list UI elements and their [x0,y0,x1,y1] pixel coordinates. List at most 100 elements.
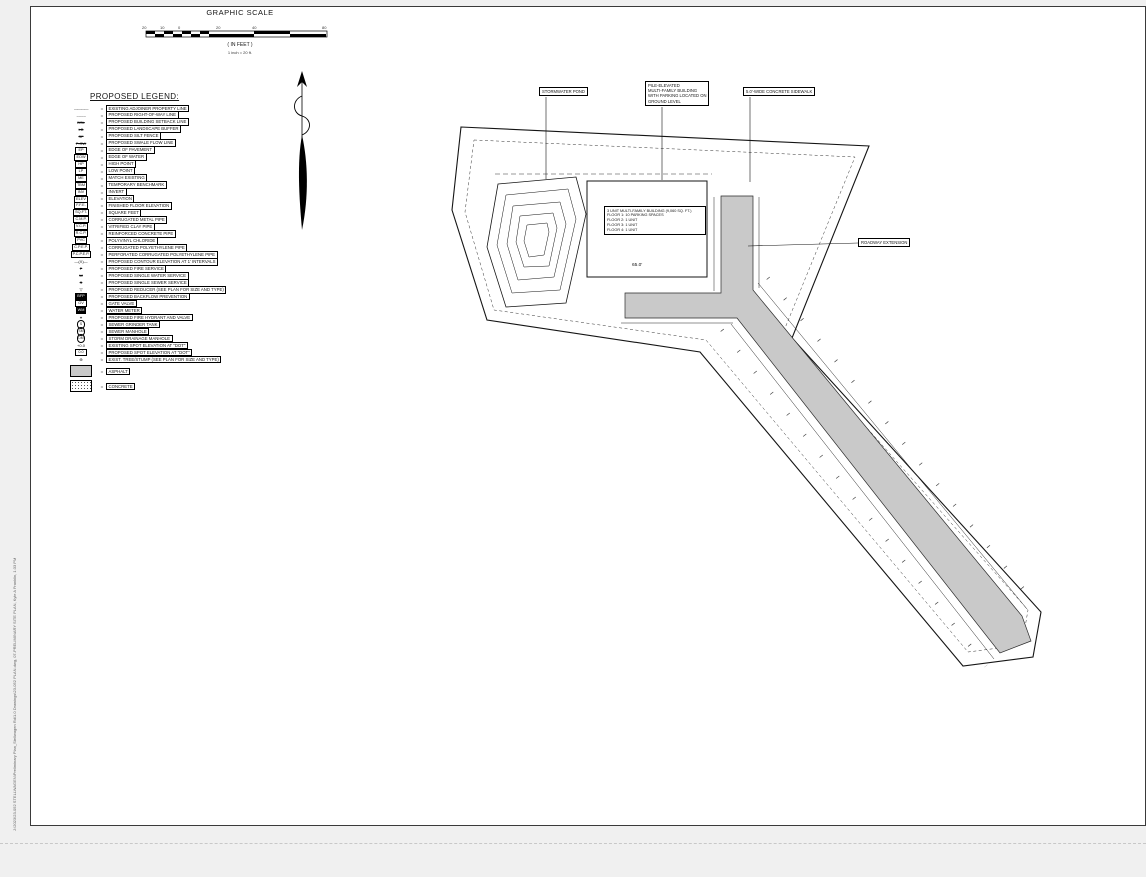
legend-symbol: ⊕ [79,357,83,363]
legend-label: EXIST. TREE/STUMP (SEE PLAN FOR SIZE AND… [106,355,222,364]
note-line: FLOOR 4: 1 UNIT [607,227,638,232]
legend-row: ———— =EXISTING ADJOINER PROPERTY LINE [64,104,254,112]
legend-row: PVC=POLYVINYL CHLORIDE [64,237,254,245]
legend-equals: = [100,329,104,335]
legend-symbol: HP [75,160,87,168]
legend-row: LP=LOW POINT [64,167,254,175]
legend-symbol: —(X)— [74,259,88,265]
scale-tick: 10 [160,25,165,30]
legend-equals: = [100,168,104,174]
building-note: 3 UNIT MULTI-FAMILY BUILDING (9,060 SQ. … [604,206,706,235]
legend-label: EXISTING SPOT ELEVATION AT "DOT" [106,341,188,350]
legend-equals: = [100,161,104,167]
legend-label: PROPOSED SWALE FLOW LINE [106,139,176,147]
legend-label: SQUARE FEET [106,209,142,217]
legend-symbol: GV [75,300,87,308]
legend-row: ▽=PROPOSED REDUCER (SEE PLAN FOR SIZE AN… [64,286,254,294]
legend-label: ELEVATION [106,195,135,203]
legend-equals: = [100,383,104,389]
legend-symbol: PVC [75,237,87,245]
legend-symbol: TBM [74,181,87,189]
legend-label: CORRUGATED POLYETHYLENE PIPE [106,244,188,252]
legend-label: STORM DRAINAGE MANHOLE [106,334,173,343]
legend-row: C.P.E.P.=CORRUGATED POLYETHYLENE PIPE [64,244,254,252]
scale-tick: 20 [216,25,221,30]
legend-label: PROPOSED RIGHT-OF-WAY LINE [106,111,179,119]
legend-row: P.C.P.E.P.=PERFORATED CORRUGATED POLYETH… [64,251,254,259]
legend-equals: = [100,133,104,139]
legend-equals: = [100,140,104,146]
legend-symbol: EOW [74,153,88,161]
legend-row: ME=MATCH EXISTING [64,174,254,182]
legend-equals: = [100,266,104,272]
note-line: WITH PARKING LOCATED ON [648,93,707,99]
legend-row: F=PROPOSED FIRE SERVICE [64,265,254,273]
dimension-building-width: 65.0' [632,263,643,268]
legend-equals: = [100,196,104,202]
legend-label: PROPOSED BACKFLOW PREVENTION [106,293,190,301]
legend-row: WM=WATER METER [64,307,254,315]
legend-equals: = [100,245,104,251]
legend-symbol: ———— [74,105,89,111]
legend-label: MATCH EXISTING [106,174,148,182]
callout-stormwater-pond: STORMWATER POND [539,87,588,97]
legend-row: HP=HIGH POINT [64,160,254,168]
legend-row: SQ.FT.=SQUARE FEET [64,209,254,217]
legend-row: DM=STORM DRAINAGE MANHOLE [64,334,254,343]
legend-row: ⌖=PROPOSED FIRE HYDRANT AND VALVE [64,314,254,322]
note-line: GROUND LEVEL [648,98,681,104]
legend-label: PROPOSED CONTOUR ELEVATION AT 1' INTERVA… [106,258,218,266]
legend-label: PROPOSED FIRE SERVICE [106,265,167,273]
legend-row: INV=INVERT [64,188,254,196]
legend-equals: = [100,175,104,181]
scale-ratio-note: 1 inch = 20 ft. [227,50,253,55]
legend-symbol: R.C.P. [73,230,89,238]
legend-row: – – – – =PROPOSED RIGHT-OF-WAY LINE [64,111,254,119]
legend-equals: = [100,322,104,328]
scale-tick: 0 [178,25,181,30]
legend-equals: = [100,217,104,223]
legend-label: EXISTING ADJOINER PROPERTY LINE [106,104,190,112]
legend-row: F.F.E.=FINISHED FLOOR ELEVATION [64,202,254,210]
scale-tick: 20 [142,25,147,30]
legend-symbol: – – – – [76,112,86,118]
legend-symbol: W [79,273,83,279]
legend-symbol: ELEV [74,195,88,203]
legend-equals: = [100,350,104,356]
legend-label: TEMPORARY BENCHMARK [106,181,167,189]
legend-equals: = [100,315,104,321]
legend-label: PROPOSED SPOT ELEVATION AT "DOT" [106,348,193,357]
legend-symbol: C.M.P. [73,216,89,224]
legend-equals: = [100,357,104,363]
legend-row: BSL=PROPOSED BUILDING SETBACK LINE [64,118,254,126]
legend-label: SEWER GRINDER TANK [106,321,161,329]
legend-row: EOW=EDGE OF WATER [64,153,254,161]
legend-label: EDGE OF WATER [106,153,147,161]
legend-row: TBM =TEMPORARY BENCHMARK [64,181,254,189]
callout-roadway-extension: ROADWAY EXTENSION [858,238,911,248]
legend-label: WATER METER [106,307,143,315]
legend-symbol [70,380,92,393]
legend-symbol [70,365,92,378]
legend-label: ASPHALT [106,367,131,376]
legend-equals: = [100,119,104,125]
legend-label: CONCRETE [106,382,136,391]
legend-row: C.M.P. =CORRUGATED METAL PIPE [64,216,254,224]
legend-label: PERFORATED CORRUGATED POLYETHYLENE PIPE [106,251,218,259]
legend-equals: = [100,287,104,293]
legend-equals: = [100,182,104,188]
page-break-line [0,843,1146,844]
legend-row: =CONCRETE [64,380,254,393]
legend-symbol: DM [76,334,86,343]
scale-units-note: ( IN FEET ) [227,42,253,48]
legend-equals: = [100,273,104,279]
legend-equals: = [100,189,104,195]
legend-equals: = [100,112,104,118]
legend-equals: = [100,105,104,111]
legend-label: CORRUGATED METAL PIPE [106,216,168,224]
legend-symbol: BFP [75,293,87,301]
legend-label: PROPOSED SILT FENCE [106,132,161,140]
legend-label: REINFORCED CONCRETE PIPE [106,230,176,238]
legend-equals: = [100,294,104,300]
